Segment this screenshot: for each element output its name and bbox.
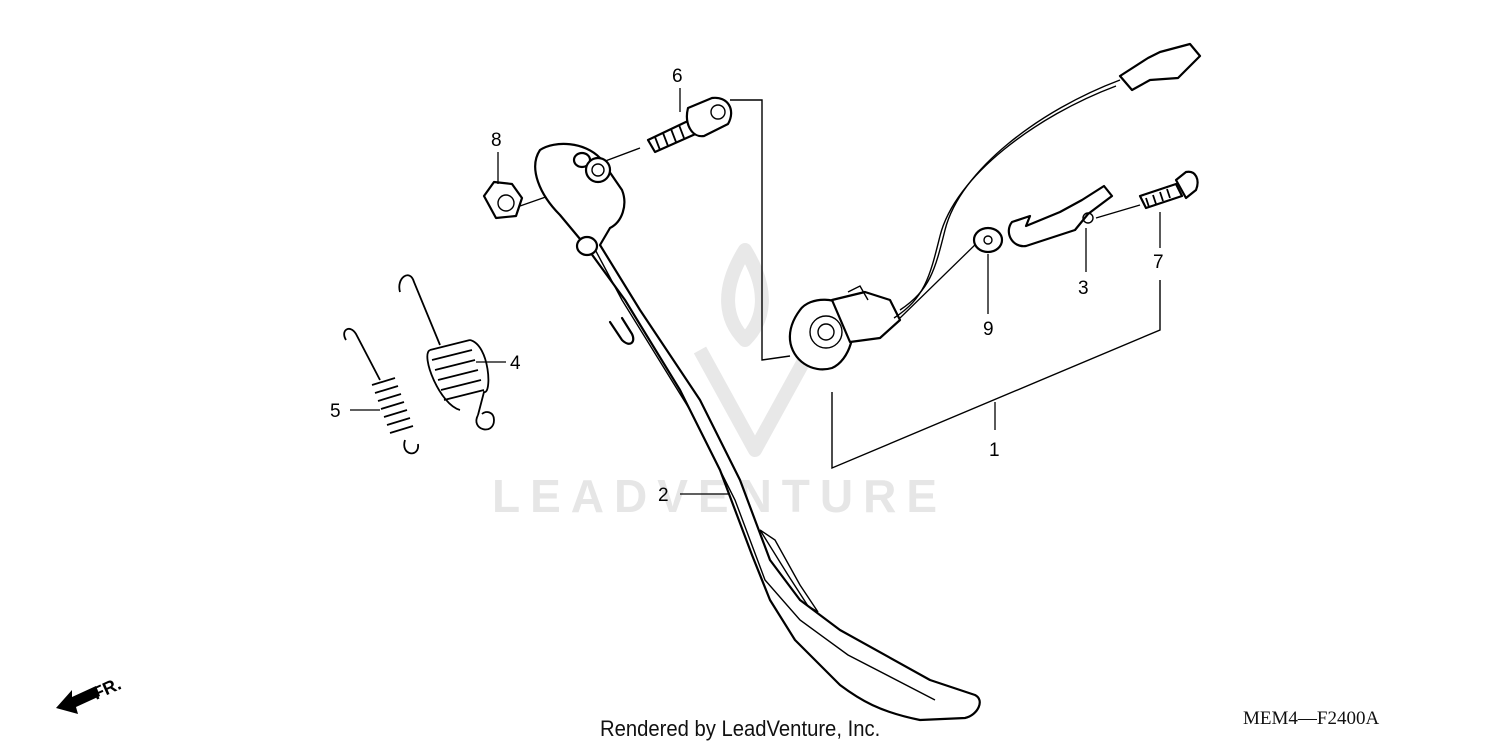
- pivot-bolt: [646, 96, 733, 154]
- axis-bolt-7: [1095, 204, 1141, 219]
- bolt-axis-line: [730, 99, 791, 361]
- front-indicator: FR.: [56, 674, 124, 714]
- watermark-logo-icon: [693, 243, 817, 457]
- callout-7: 7: [1153, 252, 1164, 273]
- footer-credit: Rendered by LeadVenture, Inc.: [600, 716, 881, 741]
- callout-4: 4: [510, 353, 521, 374]
- callout-6: 6: [672, 66, 683, 87]
- side-stand: [534, 142, 981, 722]
- cable-clamp: [1007, 184, 1114, 248]
- assembly-bracket-1: [831, 280, 1161, 470]
- axis-washer: [899, 239, 981, 319]
- front-arrow-icon: [56, 686, 100, 714]
- callout-2: 2: [658, 485, 669, 506]
- spring-large: [398, 274, 495, 431]
- bolt: [1138, 170, 1199, 210]
- washer: [972, 226, 1004, 254]
- watermark: LEADVENTURE: [492, 243, 947, 522]
- callout-8: 8: [491, 130, 502, 151]
- callout-1: 1: [989, 440, 1000, 461]
- diagram-code: MEM4—F2400A: [1243, 708, 1380, 729]
- callout-9: 9: [983, 319, 994, 340]
- front-indicator-label: FR.: [89, 674, 124, 704]
- watermark-text: LEADVENTURE: [492, 470, 947, 522]
- nut: [482, 180, 524, 220]
- side-stand-switch: [788, 42, 1202, 371]
- callout-3: 3: [1078, 278, 1089, 299]
- callout-5: 5: [330, 401, 341, 422]
- spring-small: [343, 327, 419, 455]
